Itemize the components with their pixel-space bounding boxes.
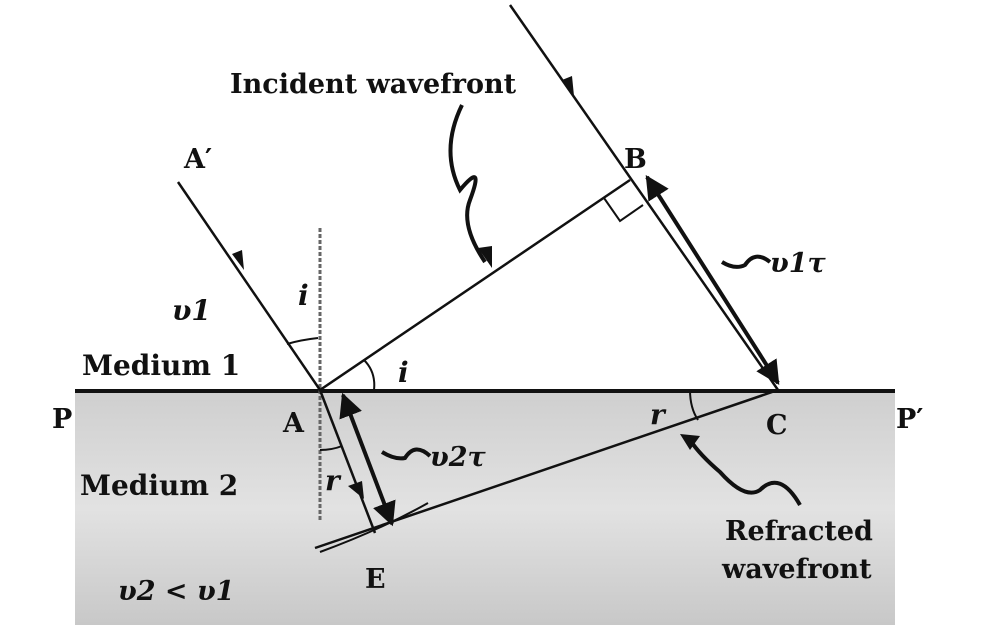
point-p-prime-label: P′	[896, 404, 923, 435]
refracted-wavefront-label-line2: wavefront	[721, 554, 872, 585]
incident-wavefront-line	[319, 178, 631, 392]
secondary-wavelet-arc	[319, 502, 429, 553]
v1tau-label: υ1τ	[770, 248, 827, 279]
medium-2-label: Medium 2	[80, 469, 238, 502]
point-c-label: C	[766, 410, 788, 441]
velocity-relation-label: υ2 < υ1	[118, 576, 234, 607]
squiggle-pointer-refracted	[688, 438, 802, 507]
point-a-label: A	[282, 408, 305, 439]
ray-arrow	[680, 434, 700, 450]
squiggle-pointer-v2tau	[380, 447, 432, 461]
point-a-prime-label: A′	[183, 144, 212, 175]
point-b-label: B	[624, 144, 647, 175]
v1-label: υ1	[172, 294, 211, 327]
medium-1-label: Medium 1	[82, 349, 240, 382]
squiggle-pointer-v1tau	[720, 254, 772, 269]
angle-r-label-left: r	[325, 464, 342, 497]
ray-arrow	[478, 246, 492, 268]
angle-r-arc-right	[689, 389, 699, 421]
angle-i-label-top: i	[298, 279, 309, 312]
squiggle-pointer-incident	[448, 104, 487, 264]
point-e-label: E	[365, 564, 386, 595]
medium-2-region	[75, 392, 895, 625]
v2tau-label: υ2τ	[430, 442, 487, 473]
angle-r-label-right: r	[650, 398, 667, 431]
angle-i-label-surface: i	[398, 356, 409, 389]
ray-arrow	[232, 250, 244, 270]
v1tau-arrow	[645, 174, 780, 386]
ray-arrow	[562, 76, 574, 96]
incident-ray-b	[508, 4, 780, 391]
angle-r-arc-left	[319, 445, 343, 451]
incident-wavefront-label: Incident wavefront	[230, 69, 517, 100]
point-p-label: P	[52, 404, 72, 435]
angle-i-arc-surface	[363, 359, 376, 391]
v2tau-arrow	[339, 392, 396, 527]
incident-ray-a	[176, 181, 322, 391]
refracted-wavefront-label-line1: Refracted	[725, 516, 873, 547]
angle-i-arc-top	[286, 337, 319, 345]
right-angle-mark	[603, 197, 644, 223]
